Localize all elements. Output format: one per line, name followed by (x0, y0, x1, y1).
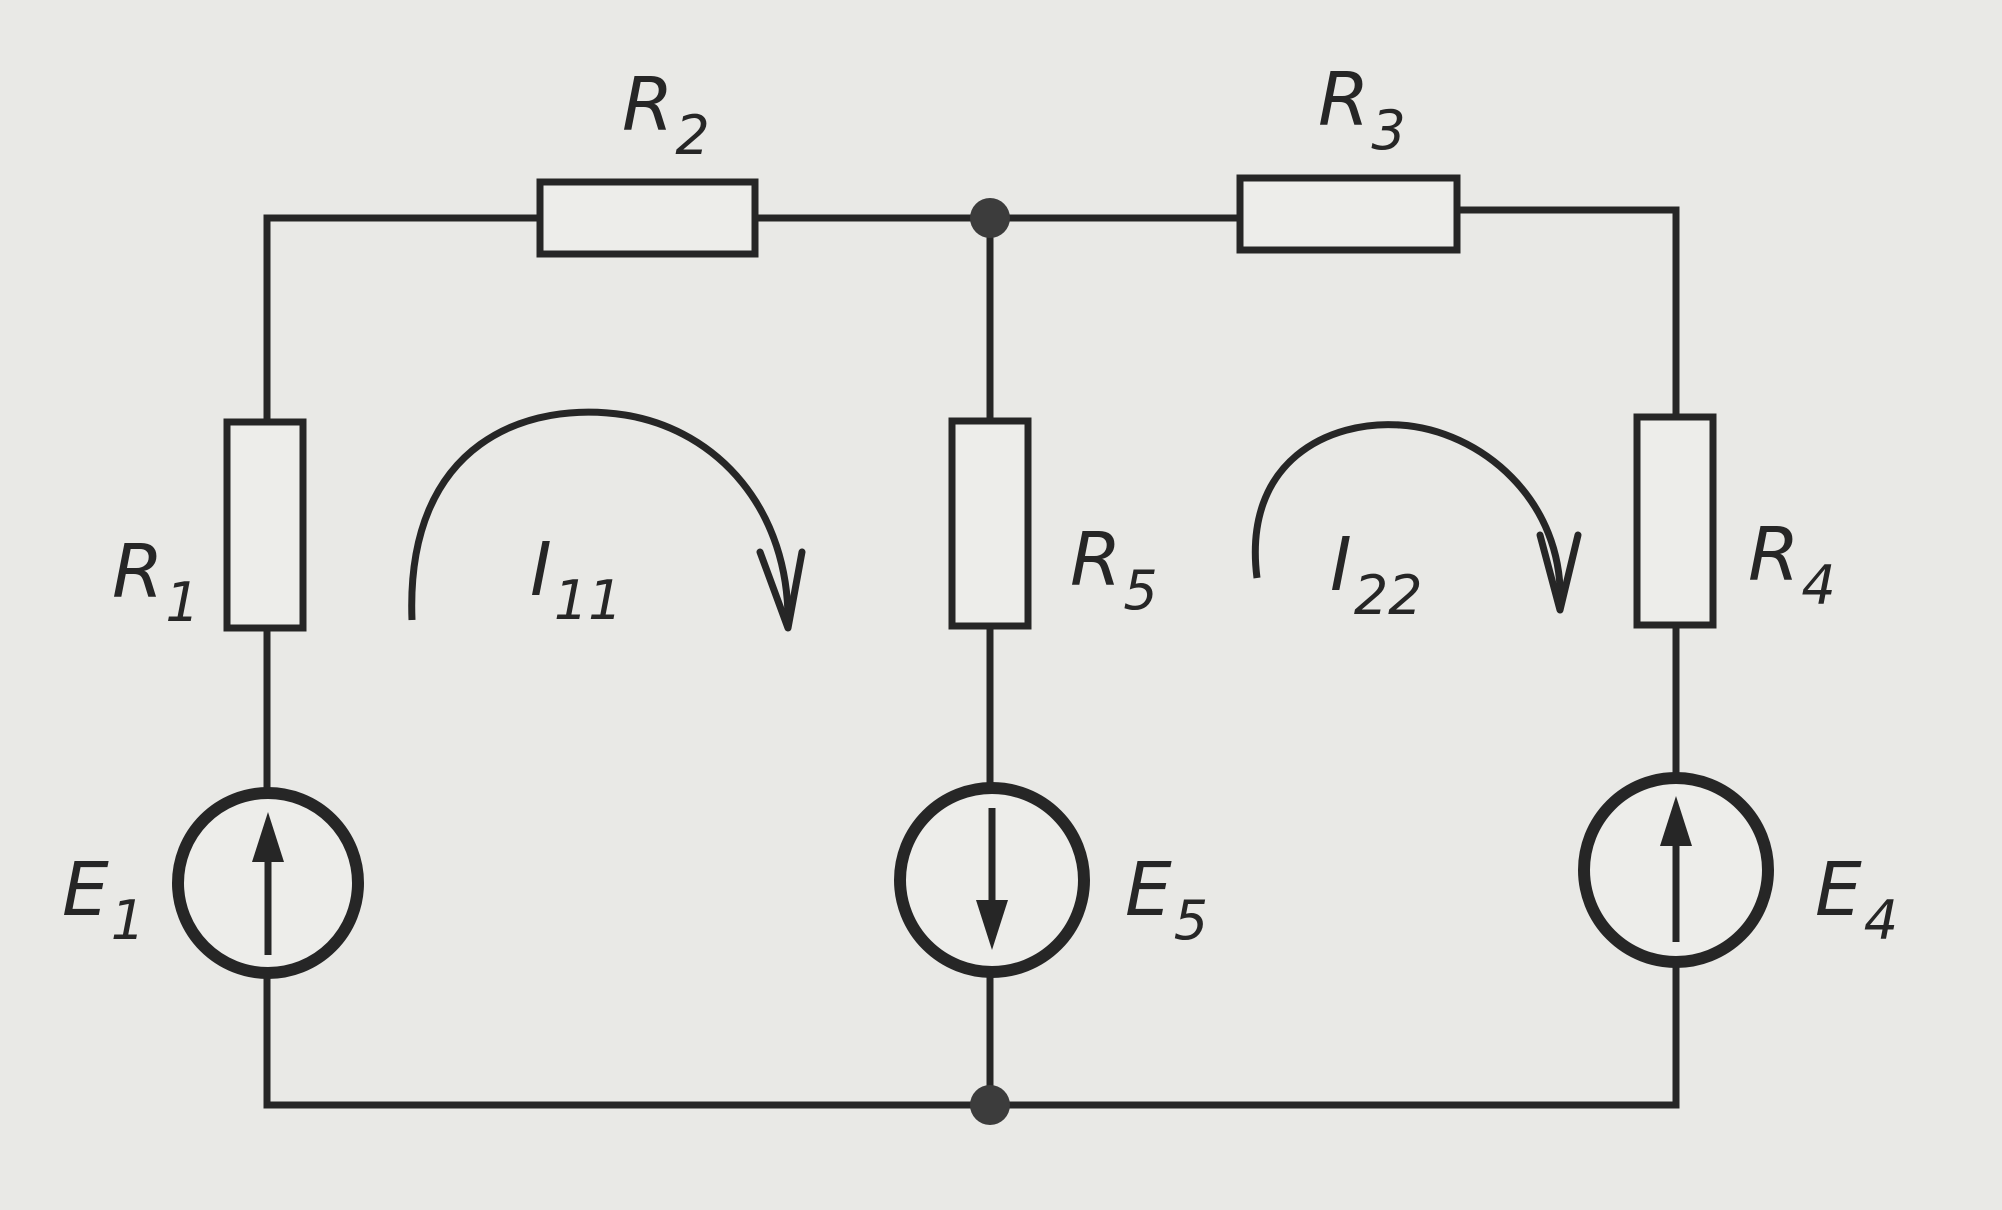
source-e5-arrowhead (976, 900, 1008, 950)
source-e5 (894, 782, 1090, 978)
label-i11: I11 (530, 527, 623, 632)
label-r4: R4 (1748, 512, 1836, 617)
loop-arrow-i11-head (756, 548, 806, 632)
wire-left-top (263, 214, 544, 426)
loop-arrow-i22 (1251, 421, 1582, 614)
wire-right-top (1453, 206, 1680, 421)
source-e4 (1578, 772, 1774, 968)
label-e4: E4 (1815, 847, 1898, 952)
loop-arrow-i22-head (1536, 531, 1582, 614)
label-r1: R1 (112, 529, 200, 634)
source-e1 (172, 787, 364, 979)
resistor-r2 (536, 178, 759, 258)
resistor-r1 (223, 418, 307, 632)
resistor-r5 (948, 417, 1032, 630)
source-e4-arrowhead (1660, 796, 1692, 846)
junction-node-bottom (970, 1085, 1010, 1125)
label-r2: R2 (622, 62, 710, 167)
label-e1: E1 (62, 847, 145, 952)
loop-arrow-i11 (408, 408, 806, 632)
loop-arrow-i11-arc (408, 408, 792, 626)
loop-arrow-i22-arc (1251, 421, 1564, 606)
label-r3: R3 (1318, 57, 1406, 162)
source-e1-arrowhead (252, 812, 284, 862)
label-e5: E5 (1125, 847, 1208, 952)
label-r5: R5 (1070, 517, 1158, 622)
resistor-r3 (1236, 174, 1461, 254)
label-i22: I22 (1330, 522, 1423, 627)
resistor-r4 (1633, 413, 1717, 629)
junction-node-top (970, 198, 1010, 238)
